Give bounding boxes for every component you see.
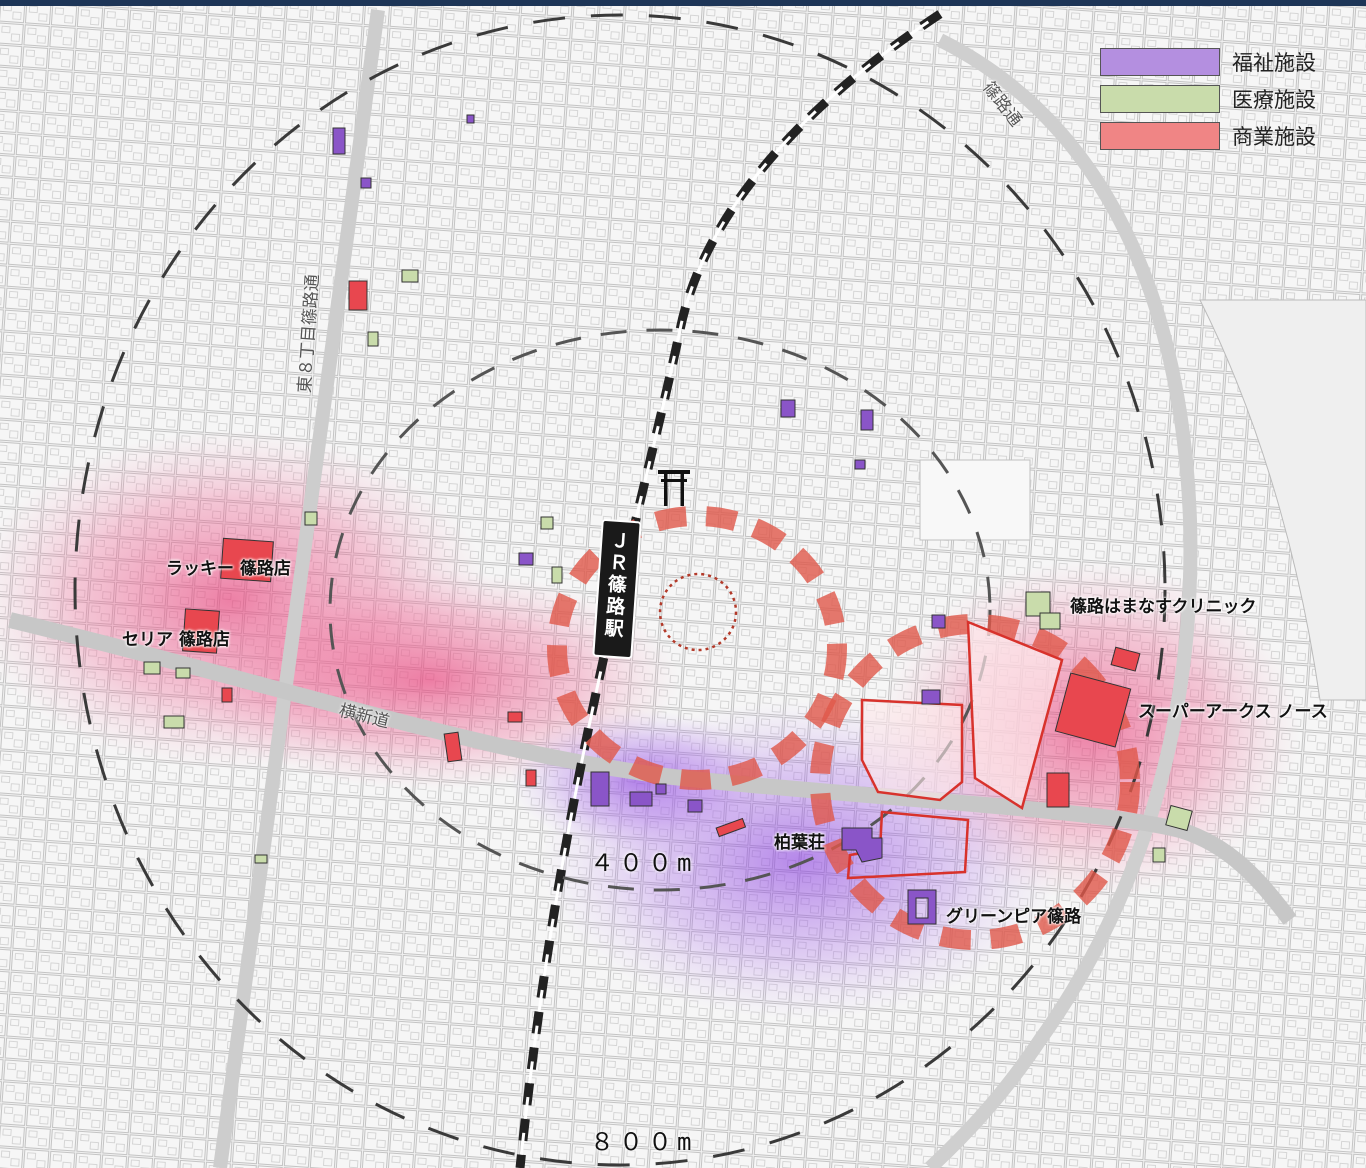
welfare-buildings xyxy=(332,114,946,925)
legend-commercial-label: 商業施設 xyxy=(1232,125,1316,149)
east-cluster-circle xyxy=(810,614,1140,950)
distance-label-800m: ８００m xyxy=(590,1128,697,1156)
label-hamanasu: 篠路はまなすクリニック xyxy=(1070,597,1257,617)
station-core-circle xyxy=(547,506,847,790)
green-pia-building xyxy=(907,889,937,925)
road-yokoshin xyxy=(8,612,1297,925)
lucky-building xyxy=(220,537,274,583)
label-seria: セリア 篠路店 xyxy=(122,630,230,650)
large-lot xyxy=(919,459,1031,541)
legend-medical-swatch xyxy=(1100,85,1220,113)
legend-welfare-label: 福祉施設 xyxy=(1232,51,1316,75)
legend-commercial-swatch xyxy=(1100,122,1220,150)
river-green-area xyxy=(1199,299,1366,701)
circle-400m xyxy=(328,328,992,892)
legend-welfare-swatch xyxy=(1100,48,1220,76)
label-lucky: ラッキー 篠路店 xyxy=(166,559,291,579)
shrine-icon xyxy=(658,470,690,506)
road-higashi8 xyxy=(213,9,385,1168)
circle-800m xyxy=(73,13,1167,1167)
hakuyoso-building xyxy=(841,827,883,863)
super-arcs-building xyxy=(1054,672,1132,748)
seria-building xyxy=(182,608,220,654)
road-shinoro-dori xyxy=(925,33,1198,1168)
legend-medical-label: 医療施設 xyxy=(1232,88,1316,112)
redevelopment-area-mid xyxy=(860,698,964,802)
medical-buildings xyxy=(143,269,1193,864)
label-hakuyoso: 柏葉荘 xyxy=(774,833,825,853)
redevelopment-area-north xyxy=(966,620,1064,810)
label-super-arcs: スーパーアークス ノース xyxy=(1138,702,1328,722)
distance-label-400m: ４００m xyxy=(590,849,697,877)
commercial-buildings xyxy=(182,280,1141,838)
hamanasu-building xyxy=(1025,591,1051,617)
top-border xyxy=(0,0,1366,6)
label-green-pia: グリーンピア篠路 xyxy=(946,907,1082,927)
center-dotted-circle xyxy=(658,572,738,652)
